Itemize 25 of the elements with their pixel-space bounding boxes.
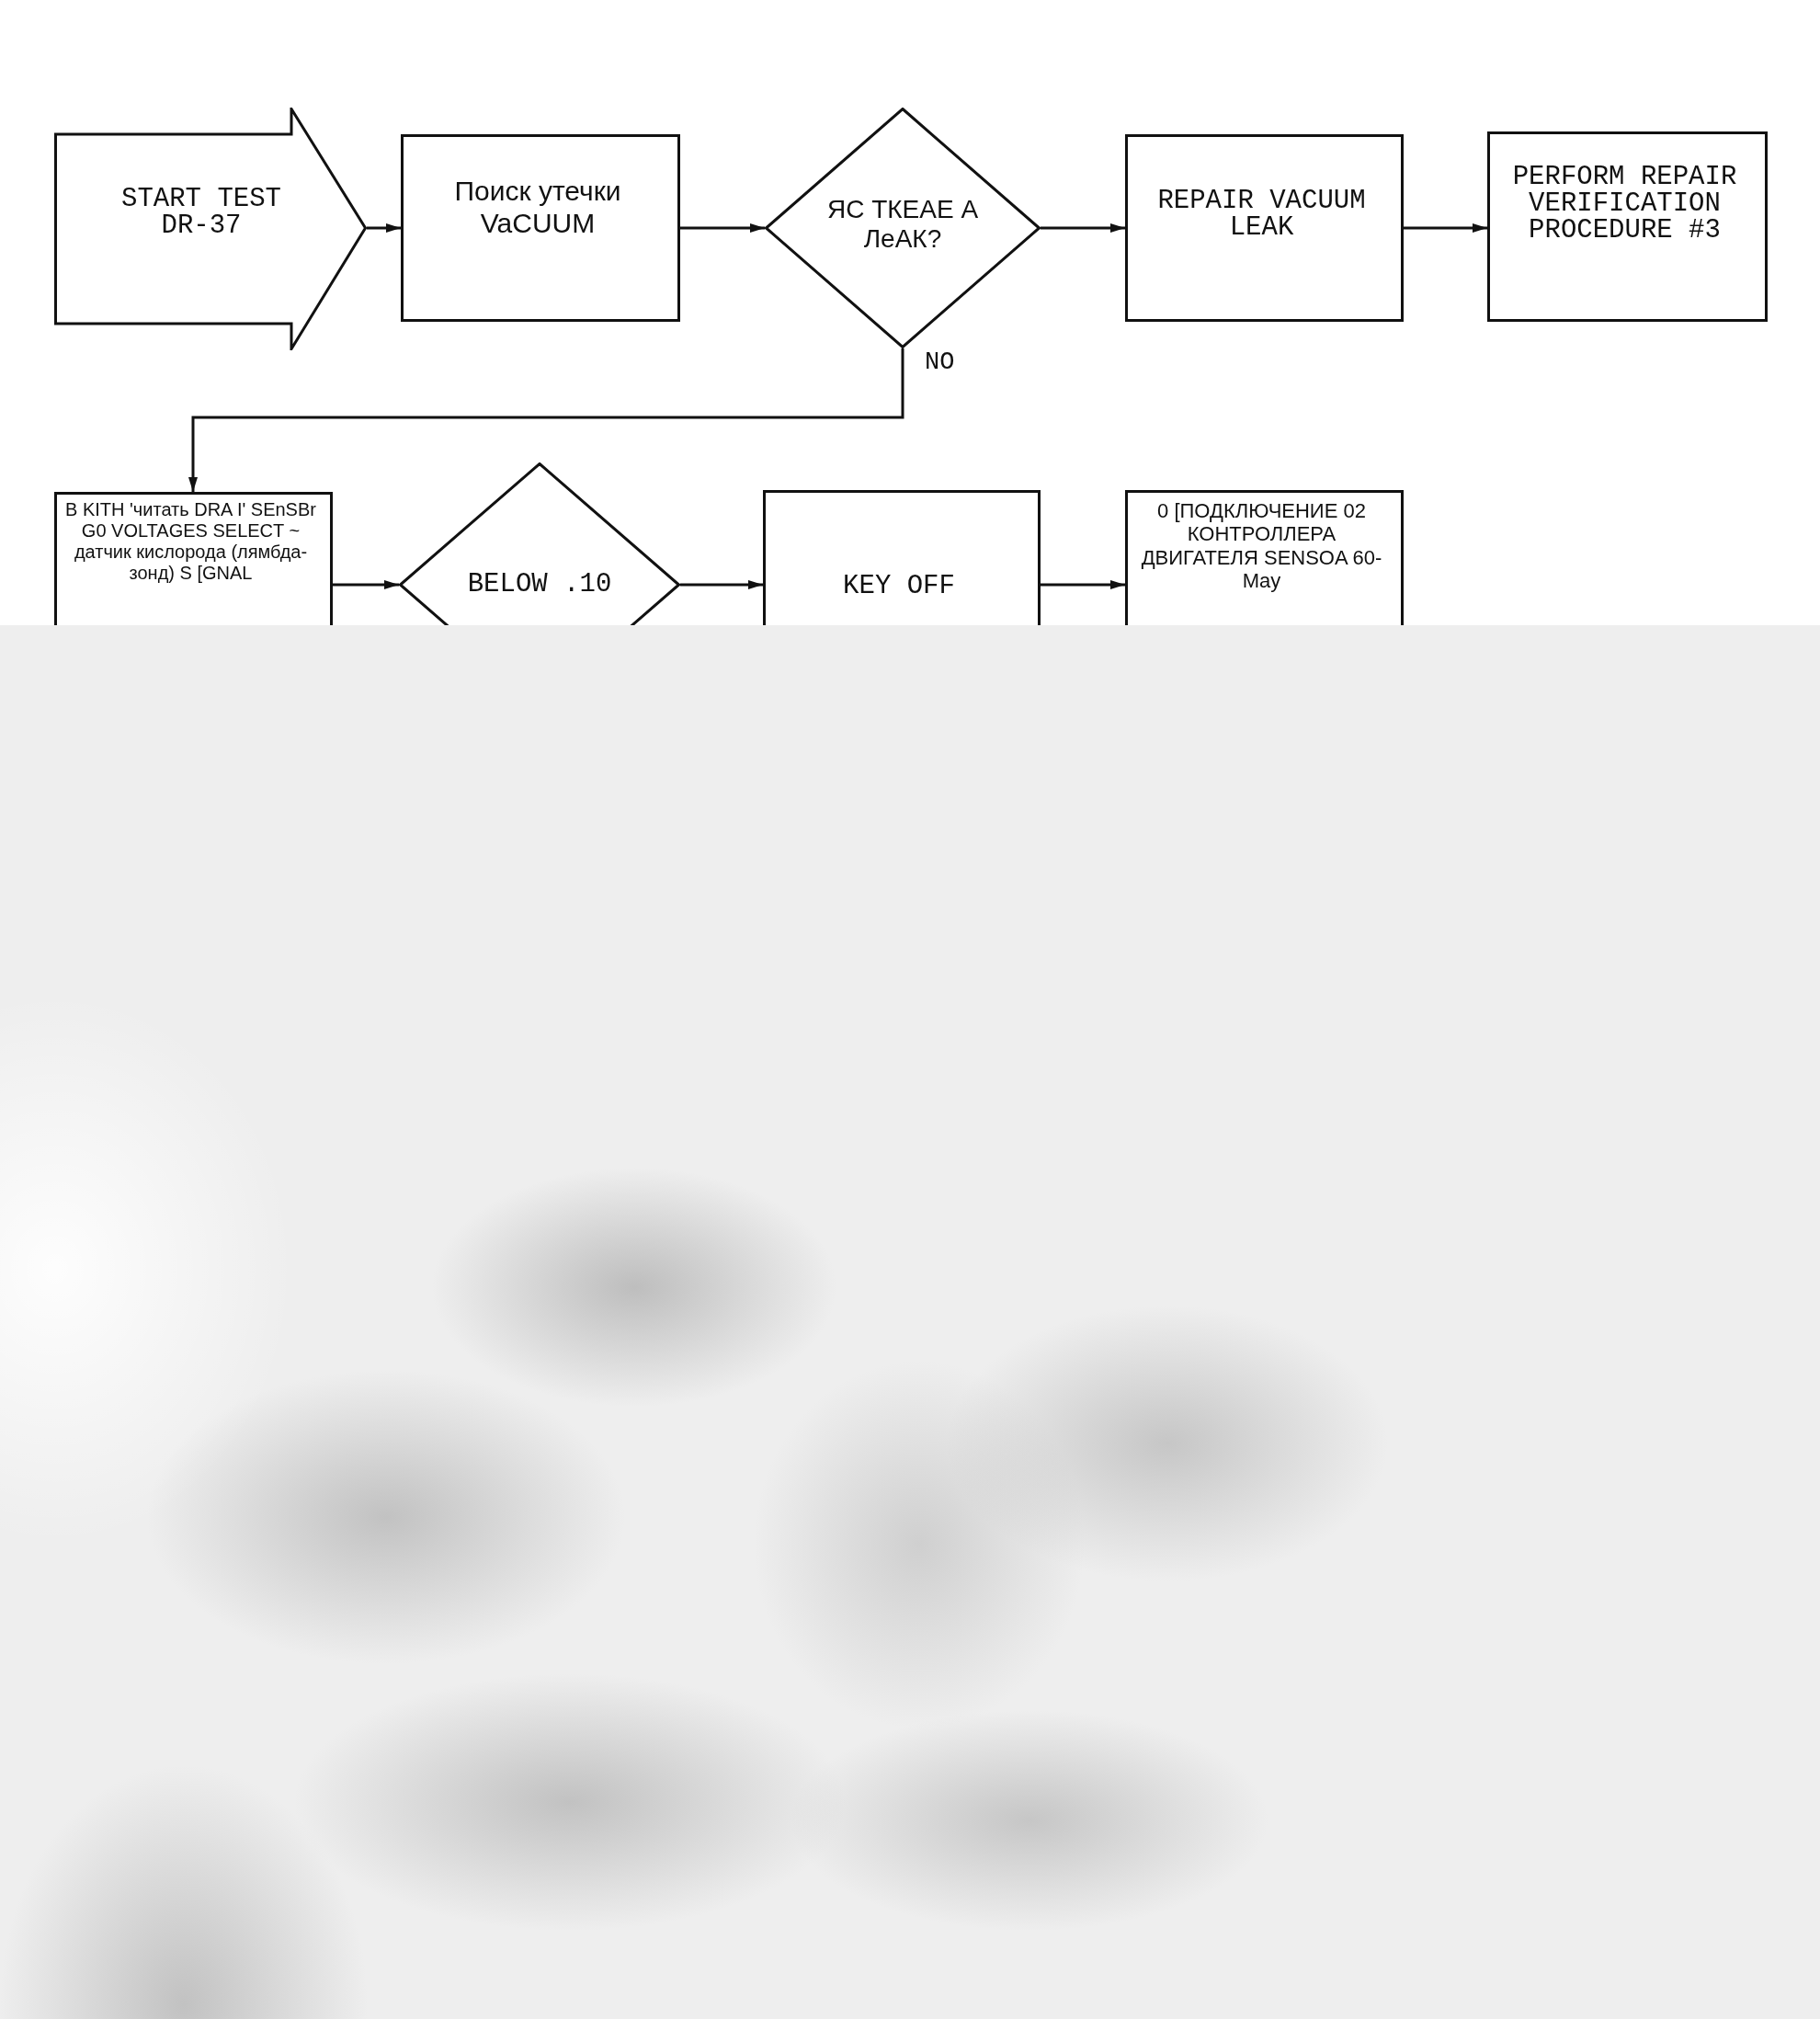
step-text: ЯС ТКЕАЕ А ЛеАК? bbox=[825, 195, 980, 255]
step-text: B KITH 'читать DRA I' SEnSBr G0 VOLTAGES SELECT ~ датчик кислорода (лямбда-зонд) S [GNAL bbox=[64, 499, 317, 584]
arrow bbox=[333, 580, 399, 589]
arrow bbox=[1404, 223, 1487, 233]
arrow bbox=[1041, 223, 1125, 233]
step-text: BELOW .10 bbox=[466, 571, 613, 598]
arrow bbox=[680, 223, 765, 233]
arrow bbox=[367, 223, 401, 233]
process-box bbox=[1125, 134, 1404, 322]
arrow bbox=[188, 348, 904, 492]
step-text: REPAIR VACUUM LEAK bbox=[1156, 188, 1367, 241]
step-text: START TEST DR-37 bbox=[120, 186, 282, 239]
step-text: PERFORM REPAIR VERIFICATION PROCEDURE #3 bbox=[1511, 164, 1738, 244]
start-arrow bbox=[54, 108, 367, 350]
process-box bbox=[54, 492, 333, 625]
step-text: KEY OFF bbox=[842, 573, 956, 599]
step-text: Поиск утечки VaCUUM bbox=[453, 176, 622, 239]
process-box bbox=[1487, 131, 1768, 322]
step-text: 0 [ПОДКЛЮЧЕНИЕ 02 КОНТРОЛЛЕРА ДВИГАТЕЛЯ SENSOA 60-May bbox=[1140, 499, 1383, 593]
process-box bbox=[763, 490, 1041, 625]
arrow bbox=[680, 580, 763, 589]
process-box bbox=[401, 134, 680, 322]
process-box bbox=[1125, 490, 1404, 625]
arrow bbox=[1041, 580, 1125, 589]
decision-diamond bbox=[765, 108, 1041, 348]
